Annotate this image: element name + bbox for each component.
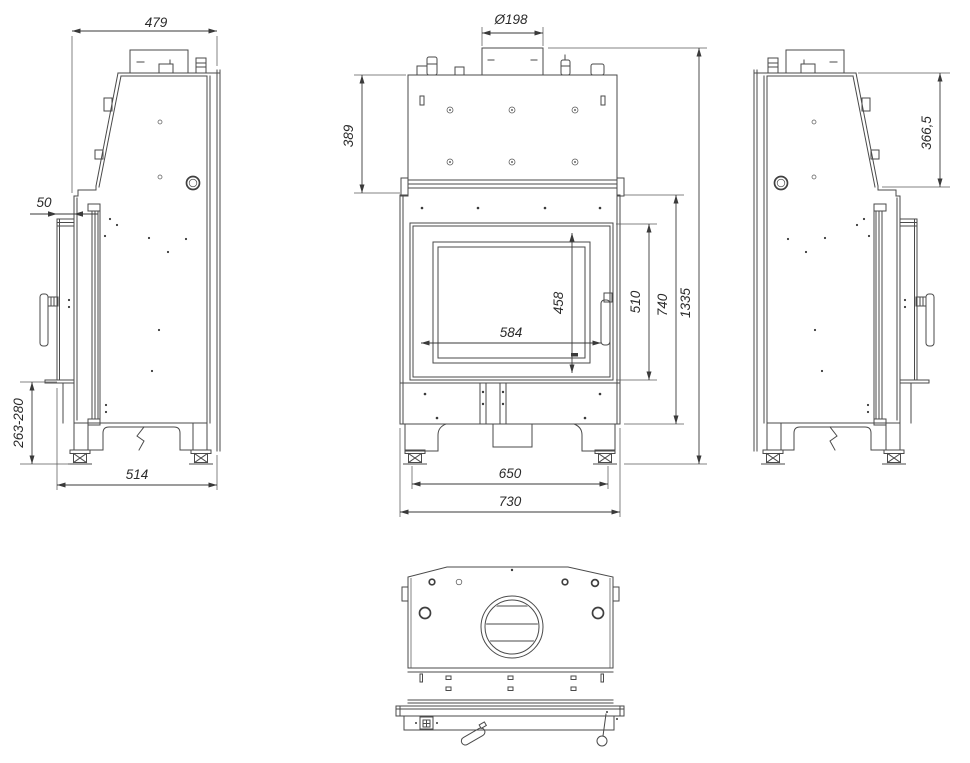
cold-handle-tool [460,721,488,746]
dim-label-263-280: 263-280 [11,398,26,449]
flue-outlet-damper [480,595,544,659]
dim-glass-width: 584 [421,325,601,346]
dim-flue-diameter: Ø198 [481,12,544,46]
dim-label-366-5: 366,5 [919,116,934,150]
body-screws [420,206,602,420]
top-plate [407,566,614,669]
dim-label-50: 50 [36,195,52,210]
adjustable-foot [403,449,427,465]
dim-label-740: 740 [655,293,670,316]
dim-label-650: 650 [499,466,522,481]
upper-chamber-screws [446,106,579,166]
dim-hood-height: 366,5 [858,72,950,188]
ash-channel [479,382,507,425]
top-fittings [416,54,605,76]
left-side-view: 479 50 263-280 514 [11,15,220,490]
dim-upper-height: 389 [341,74,406,194]
door-glass [432,241,591,364]
dim-door-offset: 50 [30,195,98,217]
dim-top-depth: 479 [71,15,218,193]
front-view: Ø198 389 584 458 510 740 [341,12,707,517]
dim-feet-spacing: 650 [411,466,609,489]
dim-door-height: 510 [616,223,657,381]
dim-glass-height: 458 [551,233,575,373]
dim-label-198: Ø198 [493,12,528,27]
dim-label-584: 584 [500,325,523,340]
dim-total-width: 730 [399,428,621,517]
mounting-holes [418,578,605,620]
front-rail [395,705,625,731]
dim-total-height: 1335 [548,47,707,465]
dim-label-458: 458 [551,291,566,314]
adjustable-foot [593,449,617,465]
right-side-view: 366,5 [754,50,950,464]
damper-pull-ring [596,711,618,747]
base-legs [404,423,616,452]
firebox-body [399,194,621,425]
dim-label-730: 730 [499,494,522,509]
dim-label-479: 479 [145,15,168,30]
dim-base-depth: 514 [56,388,218,490]
top-view [395,566,625,747]
dim-label-389: 389 [341,124,356,147]
dim-plinth-height: 263-280 [11,381,70,465]
front-frame-bands [407,671,614,704]
rating-plate [415,716,438,730]
dim-label-510: 510 [628,290,643,313]
door-handle [600,292,613,346]
dim-firebox-height: 740 [624,194,684,425]
dim-label-1335: 1335 [678,287,693,318]
flue-collar [481,47,544,76]
upper-heat-chamber [400,74,625,197]
dim-label-514: 514 [126,467,149,482]
